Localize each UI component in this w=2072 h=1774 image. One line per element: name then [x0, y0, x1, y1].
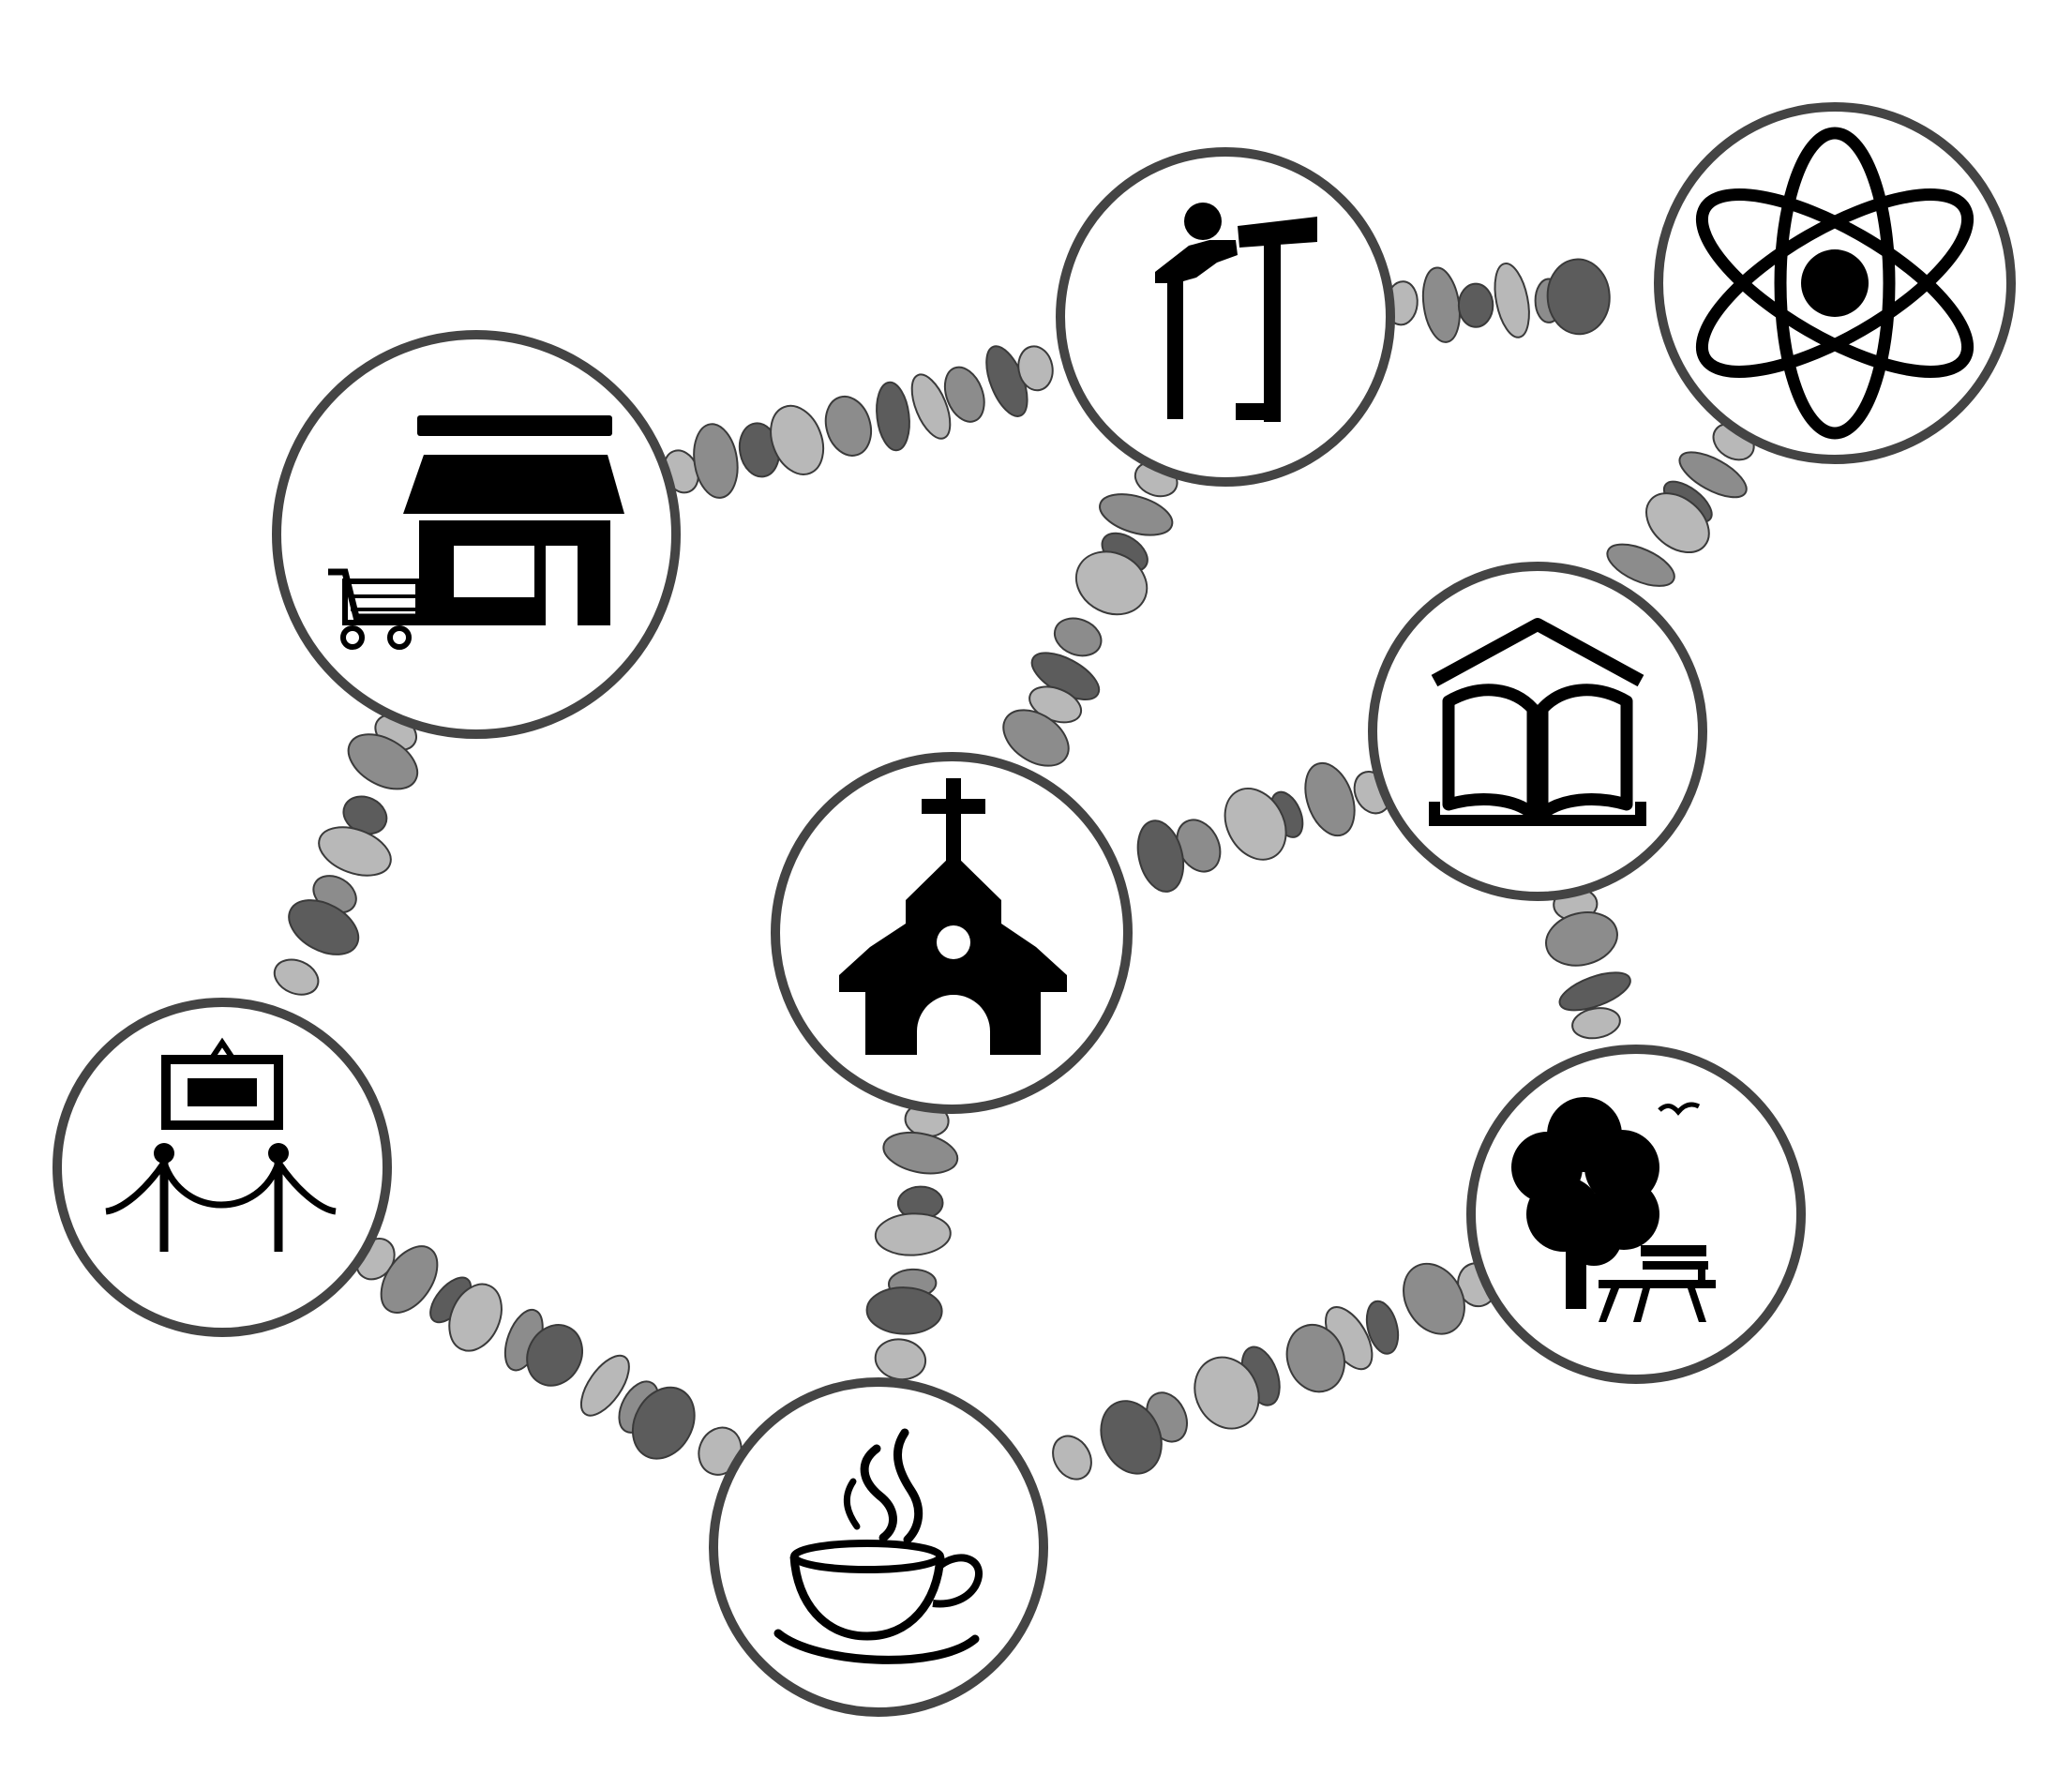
stepping-stone — [1403, 1262, 1465, 1335]
stepping-stone — [874, 1338, 927, 1381]
node-museum — [53, 998, 392, 1337]
node-park — [1466, 1045, 1806, 1384]
stepping-stone — [288, 899, 360, 955]
stepping-stone — [1494, 263, 1530, 338]
node-library — [1368, 562, 1707, 901]
stepping-stone — [1136, 819, 1185, 893]
stepping-stone — [631, 1386, 696, 1460]
node-ring — [53, 998, 392, 1337]
node-science — [1654, 102, 2016, 464]
stone-path-science-library — [1606, 423, 1755, 587]
stone-path-observatory-church — [1002, 460, 1179, 767]
stone-path-park-cafe — [1052, 1262, 1497, 1481]
stepping-stone — [865, 1286, 943, 1335]
person-telescope-icon — [1155, 203, 1317, 422]
stepping-stone — [1100, 1400, 1163, 1475]
stepping-stone — [1606, 543, 1675, 587]
stepping-stone — [1002, 709, 1070, 767]
atom-icon — [1695, 127, 1974, 440]
stepping-stone — [1457, 282, 1494, 328]
stone-path-shop-observatory — [663, 345, 1054, 499]
stone-path-museum-cafe — [355, 1238, 743, 1476]
stone-path-observatory-science — [1385, 258, 1611, 343]
stone-path-church-cafe — [865, 1103, 959, 1381]
stone-path-library-church — [1136, 761, 1391, 893]
node-observatory — [1056, 147, 1395, 487]
church-icon — [839, 778, 1067, 1055]
stepping-stone — [693, 423, 739, 499]
stepping-stone — [1421, 266, 1461, 343]
stepping-stone — [448, 1283, 503, 1352]
stepping-stone — [1285, 1323, 1345, 1393]
stepping-stone — [1546, 258, 1611, 336]
node-shop — [272, 330, 681, 739]
stepping-stone — [1099, 493, 1174, 536]
stone-path-library-park — [1545, 887, 1631, 1040]
stepping-stone — [380, 1245, 439, 1314]
stepping-stone — [1053, 617, 1103, 657]
stone-path-shop-museum — [273, 714, 419, 996]
node-church — [771, 752, 1133, 1114]
stepping-stone — [1545, 911, 1618, 967]
stepping-stone — [1645, 492, 1710, 554]
open-book-house-icon — [1429, 618, 1646, 826]
stepping-stone — [1224, 788, 1287, 861]
node-ring — [1056, 147, 1395, 487]
coffee-cup-icon — [773, 1428, 983, 1664]
stepping-stone — [874, 1212, 952, 1256]
stepping-stone — [318, 826, 392, 877]
stepping-stone — [824, 395, 873, 457]
stepping-stone — [1052, 1435, 1092, 1481]
stepping-stone — [910, 373, 952, 440]
stepping-stone — [943, 366, 985, 423]
stepping-stone — [1194, 1356, 1260, 1430]
tree-bench-bird-icon — [1511, 1097, 1716, 1322]
shop-with-cart-icon — [328, 415, 624, 650]
stepping-stone — [1558, 971, 1631, 1012]
museum-painting-rope-icon — [105, 1037, 337, 1252]
stepping-stone — [1571, 1007, 1621, 1040]
stepping-stone — [770, 404, 825, 475]
stepping-stone — [347, 733, 419, 790]
stepping-stone — [1365, 1300, 1400, 1355]
stepping-stone — [1017, 345, 1054, 392]
paths-layer — [273, 258, 1755, 1481]
node-cafe — [709, 1377, 1048, 1717]
stepping-stone — [1074, 550, 1149, 616]
stepping-stone — [526, 1324, 583, 1387]
stepping-stone — [876, 381, 910, 452]
stepping-stone — [1678, 451, 1748, 499]
stepping-stone — [273, 958, 320, 996]
stepping-stone — [579, 1354, 630, 1417]
stepping-stone — [882, 1131, 959, 1175]
stepping-stone — [1304, 761, 1356, 837]
